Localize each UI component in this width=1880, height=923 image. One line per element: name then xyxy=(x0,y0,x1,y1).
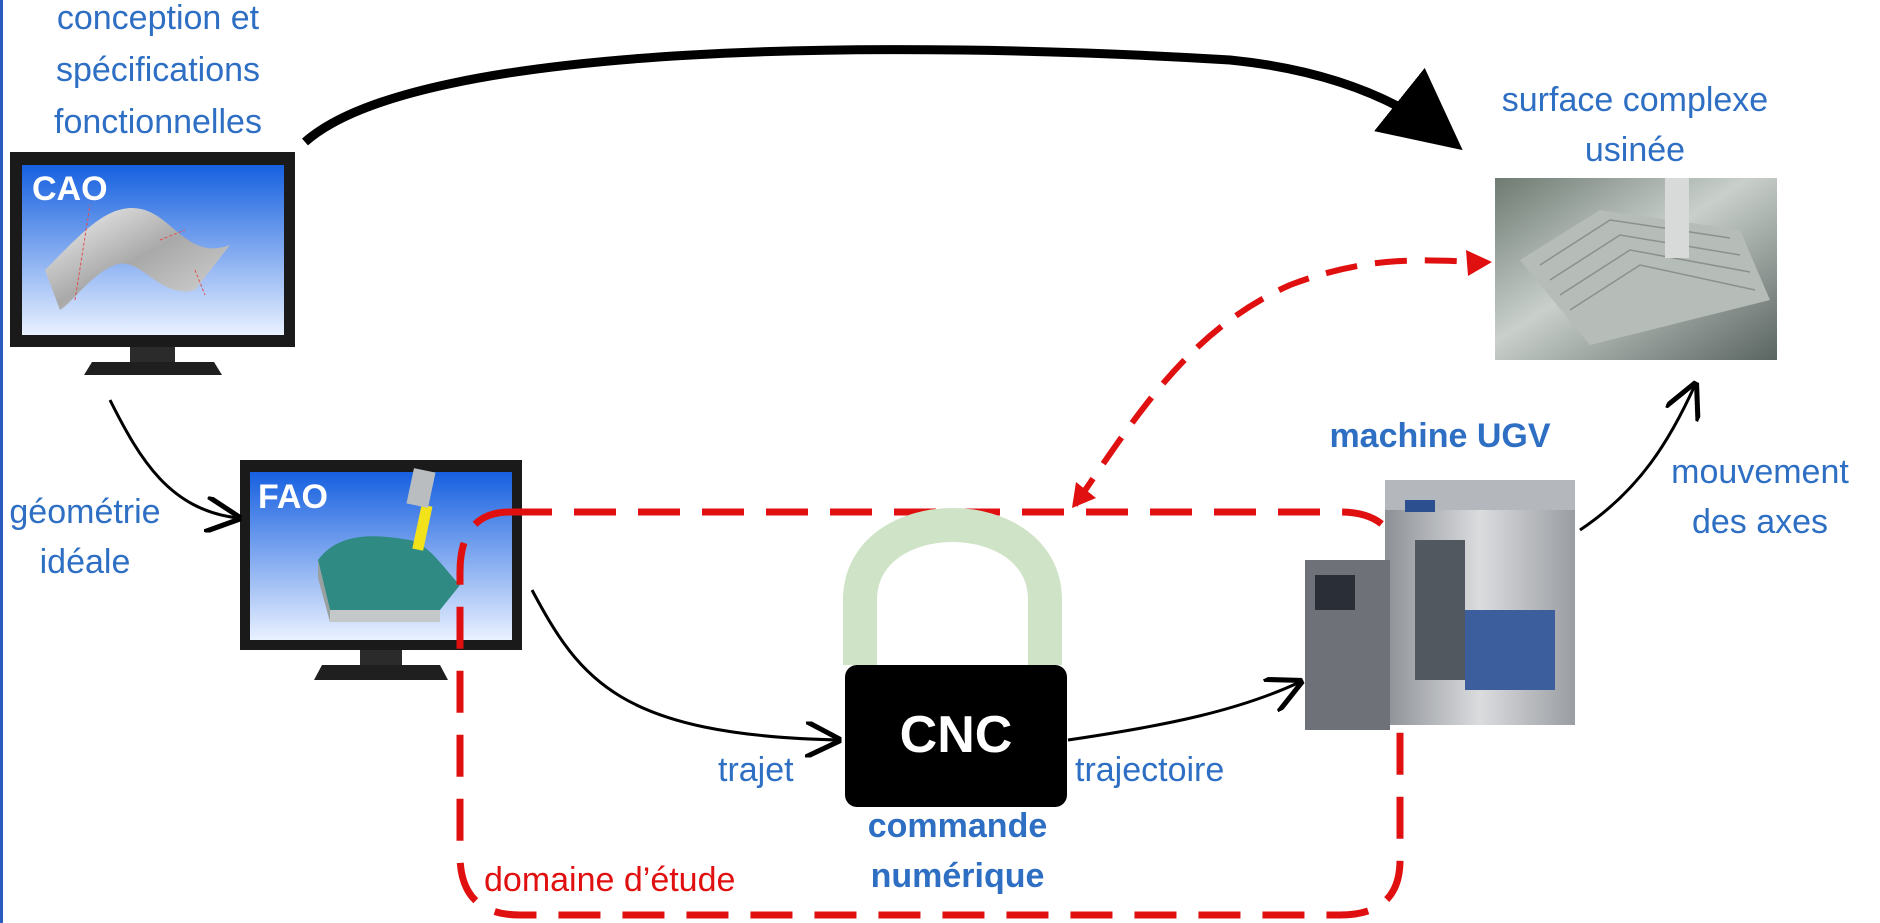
trajet-label: trajet xyxy=(718,751,794,789)
mouvement-label-line1: mouvement xyxy=(1671,453,1849,491)
cao-screen-label: CAO xyxy=(32,170,108,208)
cnc-to-machine-arrow xyxy=(1067,682,1300,742)
trajectoire-label: trajectoire xyxy=(1075,751,1225,789)
fao-to-cnc-arrow xyxy=(530,589,838,740)
study-domain-boundary xyxy=(456,508,1404,919)
conception-label-line1: conception et xyxy=(56,0,260,37)
fao-screen-label: FAO xyxy=(258,478,328,516)
feedback-arrow xyxy=(1072,257,1481,507)
geometrie-label-line2: idéale xyxy=(39,543,131,581)
cao-to-fao-arrow xyxy=(108,399,238,518)
machine-to-surface-arrow xyxy=(1579,385,1695,532)
cnc-label: CNC xyxy=(899,706,1013,764)
cao-monitor xyxy=(10,152,295,375)
feedback-arrowhead-left xyxy=(1072,482,1096,508)
ugv-machine-photo xyxy=(1305,480,1575,730)
cnc-lock xyxy=(843,508,1067,807)
mouvement-label-line2: des axes xyxy=(1691,503,1829,541)
machined-surface-photo xyxy=(1495,178,1777,360)
fao-monitor xyxy=(240,460,522,680)
surface-label-line1: surface complexe xyxy=(1501,81,1769,119)
left-border xyxy=(0,0,3,923)
commande-label-line1: commande xyxy=(867,807,1048,845)
feedback-arrowhead-right xyxy=(1466,250,1492,276)
commande-label-line2: numérique xyxy=(870,857,1045,895)
domain-label: domaine d’étude xyxy=(484,861,736,899)
conception-label-line2: spécifications xyxy=(55,51,261,89)
geometrie-label-line1: géométrie xyxy=(9,493,161,531)
machine-label: machine UGV xyxy=(1329,417,1551,455)
surface-label-line2: usinée xyxy=(1584,131,1686,169)
design-to-surface-arrow xyxy=(302,45,1463,151)
conception-label-line3: fonctionnelles xyxy=(54,103,262,141)
